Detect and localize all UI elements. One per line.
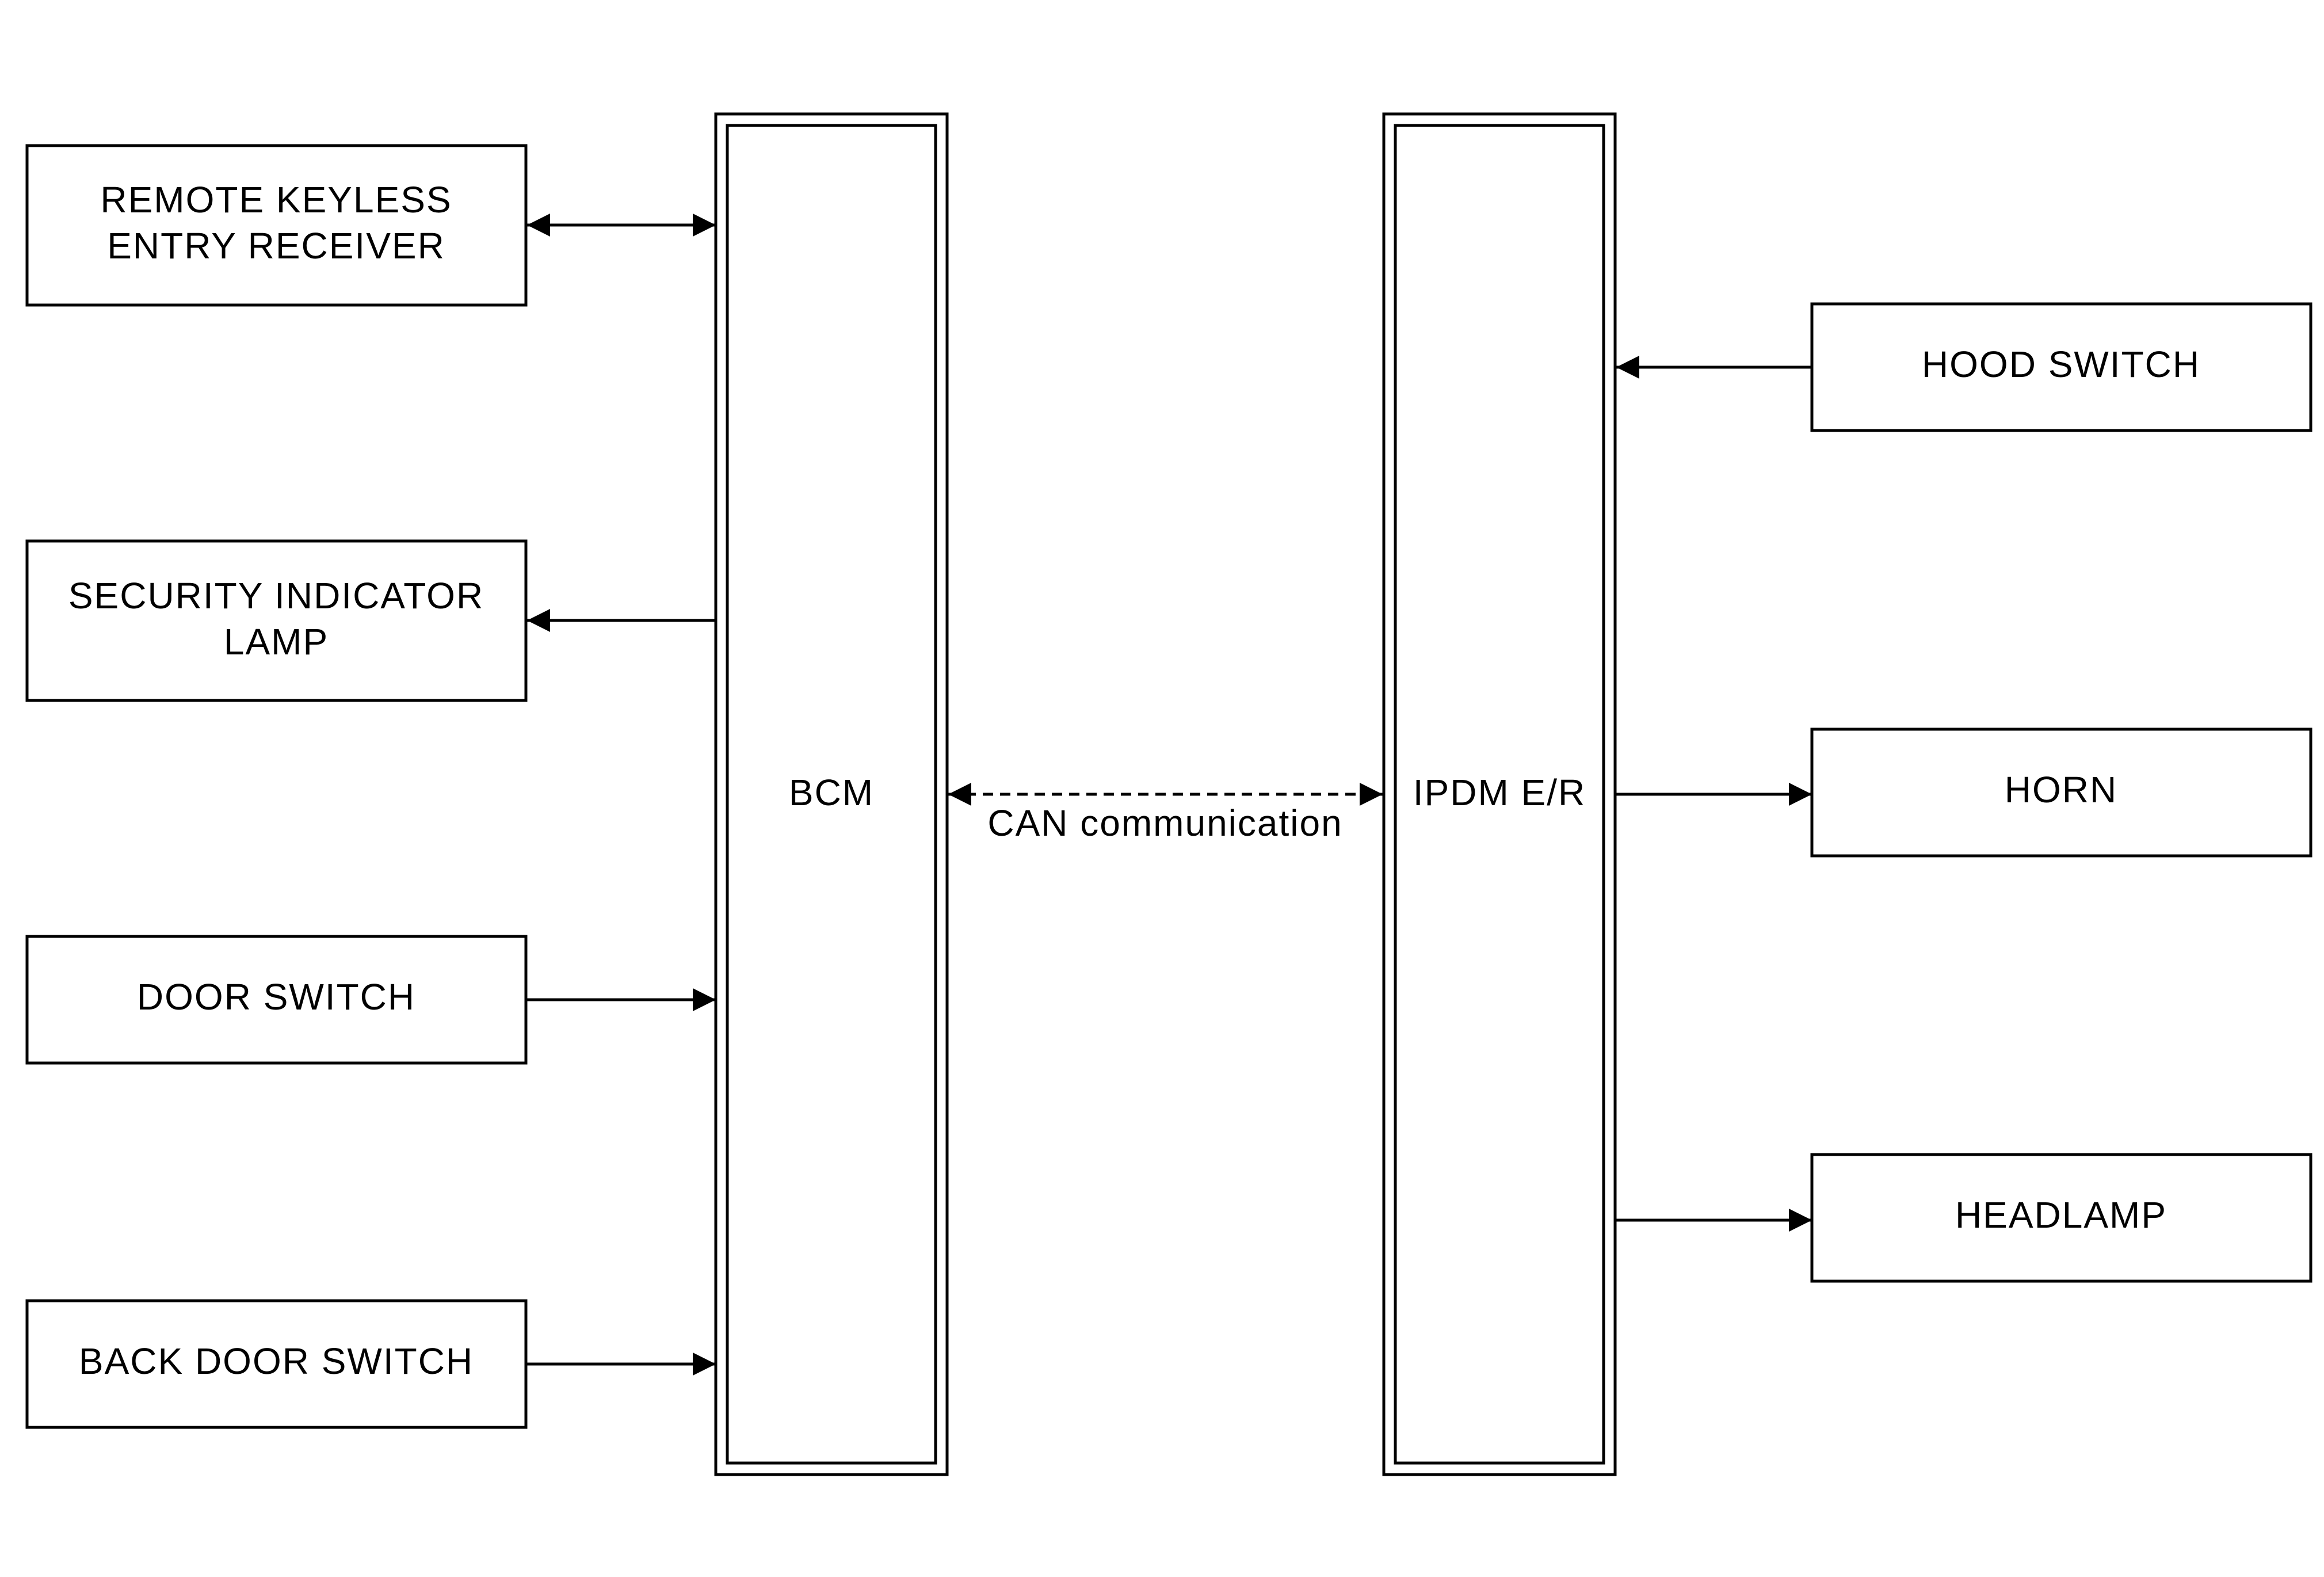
- remote-keyless-entry-receiver-label-line2: ENTRY RECEIVER: [107, 225, 445, 266]
- ipdm-er-label: IPDM E/R: [1413, 772, 1586, 813]
- headlamp-label: HEADLAMP: [1955, 1194, 2167, 1236]
- remote-keyless-entry-receiver-box: REMOTE KEYLESS ENTRY RECEIVER: [25, 144, 528, 307]
- security-indicator-lamp-label-line2: LAMP: [224, 621, 329, 662]
- can-communication-label: CAN communication: [987, 802, 1342, 844]
- hood-switch-box: HOOD SWITCH: [1810, 302, 2312, 432]
- back-door-switch-box: BACK DOOR SWITCH: [25, 1299, 528, 1429]
- back-door-switch-label: BACK DOOR SWITCH: [79, 1340, 474, 1382]
- ipdm-er-module: IPDM E/R: [1382, 112, 1617, 1476]
- bcm-module: BCM: [714, 112, 949, 1476]
- remote-keyless-entry-receiver-label-line1: REMOTE KEYLESS: [100, 179, 452, 220]
- security-indicator-lamp-box: SECURITY INDICATOR LAMP: [25, 539, 528, 702]
- door-switch-box: DOOR SWITCH: [25, 935, 528, 1065]
- headlamp-box: HEADLAMP: [1810, 1153, 2312, 1283]
- security-indicator-lamp-label-line1: SECURITY INDICATOR: [68, 575, 484, 616]
- hood-switch-label: HOOD SWITCH: [1922, 344, 2200, 385]
- bcm-label: BCM: [789, 772, 874, 813]
- door-switch-label: DOOR SWITCH: [137, 976, 415, 1018]
- horn-label: HORN: [2005, 769, 2117, 810]
- horn-box: HORN: [1810, 727, 2312, 858]
